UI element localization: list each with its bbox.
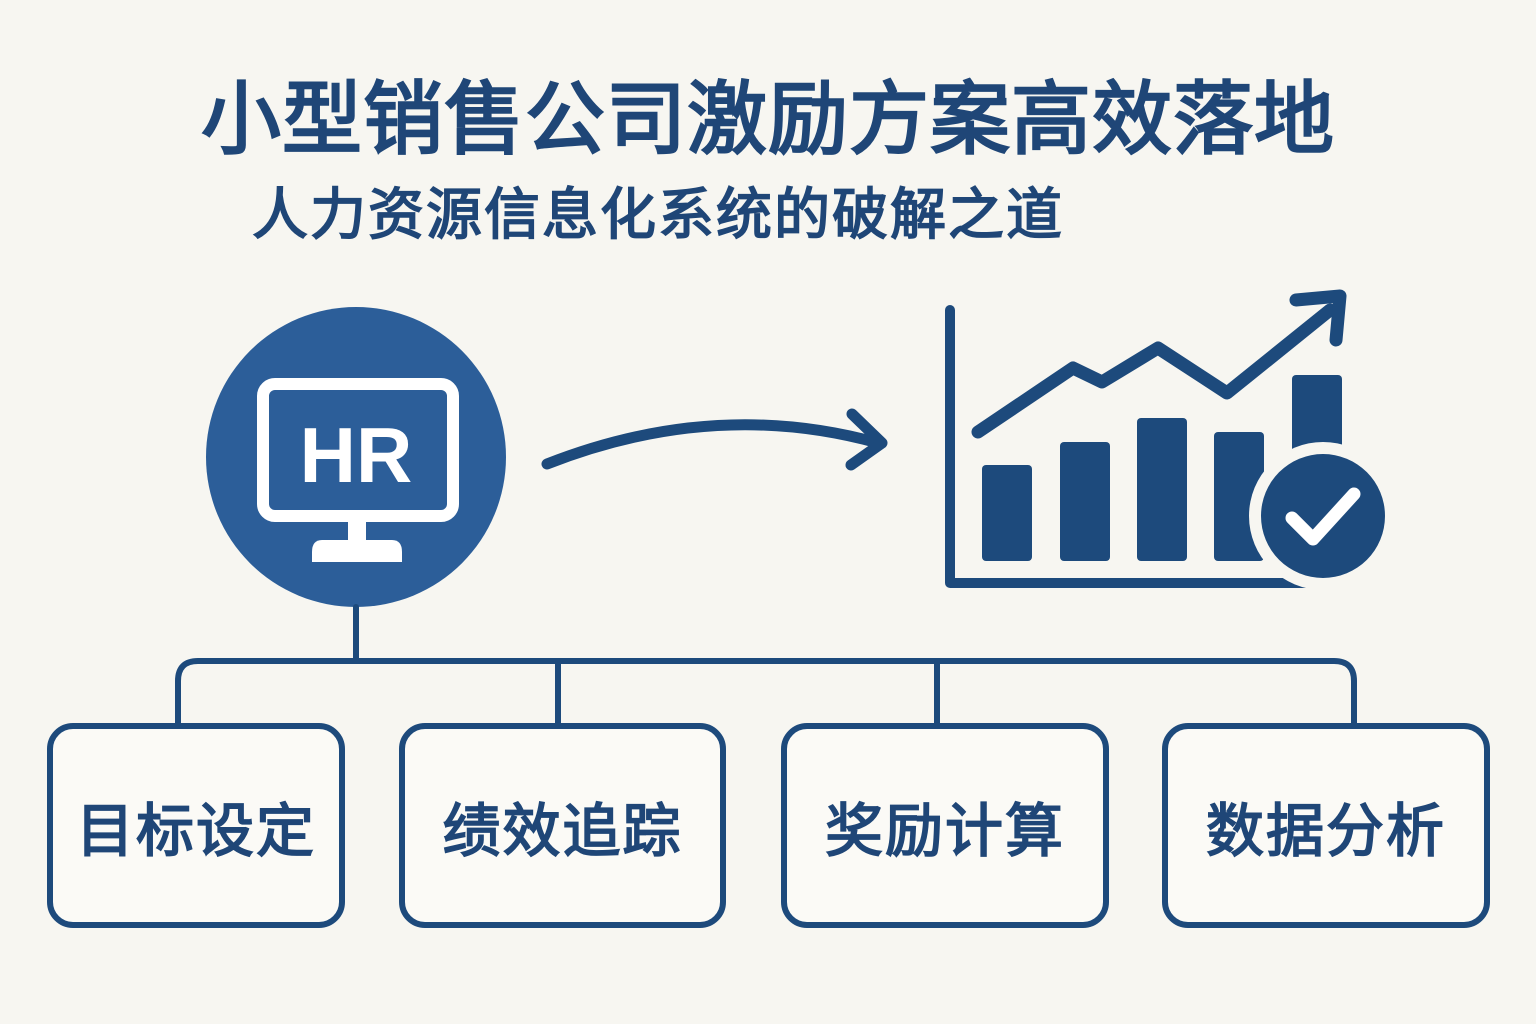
page-subtitle: 人力资源信息化系统的破解之道 bbox=[252, 183, 1064, 248]
connector-lines bbox=[175, 604, 1357, 726]
trend-arrow-head bbox=[1289, 289, 1347, 347]
page-title: 小型销售公司激励方案高效落地 bbox=[201, 73, 1335, 166]
module-box-goal-setting[interactable]: 目标设定 bbox=[47, 723, 345, 928]
chart-bar bbox=[1137, 418, 1187, 561]
chart-bar bbox=[1060, 442, 1110, 561]
module-label: 绩效追踪 bbox=[442, 796, 683, 865]
trend-line bbox=[971, 303, 1337, 439]
growth-chart-icon bbox=[945, 289, 1397, 590]
computer-monitor-icon bbox=[257, 378, 459, 562]
module-box-data-analysis[interactable]: 数据分析 bbox=[1162, 723, 1490, 928]
curved-arrow-icon bbox=[541, 408, 888, 471]
module-box-performance-tracking[interactable]: 绩效追踪 bbox=[399, 723, 726, 928]
chart-bar bbox=[982, 465, 1032, 561]
module-label: 目标设定 bbox=[75, 796, 316, 865]
module-label: 奖励计算 bbox=[824, 796, 1065, 865]
hr-label: HR bbox=[300, 411, 413, 499]
hr-system-icon: HR bbox=[206, 307, 506, 607]
module-box-reward-calculation[interactable]: 奖励计算 bbox=[781, 723, 1109, 928]
module-label: 数据分析 bbox=[1205, 796, 1446, 865]
checkmark-icon bbox=[1249, 442, 1397, 590]
